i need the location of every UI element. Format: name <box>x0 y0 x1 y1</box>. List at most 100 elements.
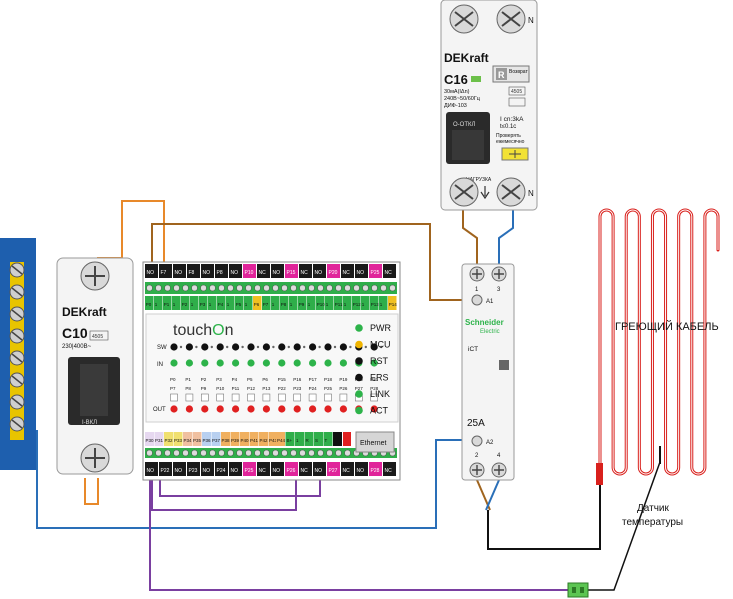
relay-box <box>339 393 348 402</box>
arrow-down-icon <box>480 186 490 200</box>
sw-dot <box>318 345 321 349</box>
relay-box <box>370 393 379 402</box>
input-number: P23 <box>293 386 302 391</box>
rcd-switch-label: O-ОТКЛ <box>453 122 475 128</box>
controller-top-pin: P3 <box>200 302 206 307</box>
controller-bottom-label-cell <box>341 462 354 476</box>
controller-top-label: NO <box>357 270 365 276</box>
sw-led <box>262 343 270 351</box>
controller-top-pin: P6 <box>254 302 260 307</box>
rs485-block <box>333 432 342 446</box>
ethernet-port[interactable] <box>355 431 395 453</box>
wire-brown-rcd-to-contactor <box>462 205 478 268</box>
controller-bottom-pin: P38 <box>222 438 231 443</box>
controller-top-pin-cell <box>145 296 154 310</box>
controller-top-label: P25 <box>371 270 380 276</box>
controller-top-screw-icon <box>389 284 396 292</box>
rs485-block-red <box>343 432 351 446</box>
controller-bottom-pin: P37 <box>212 438 221 443</box>
circuit-breaker: DEKraft C10 230|400В~ 4505 I-ВКЛ <box>56 257 134 475</box>
controller-top-pin: P4 <box>218 302 224 307</box>
row-in-label: IN <box>157 362 163 368</box>
in-led <box>232 359 240 367</box>
controller-bottom-right-pin: S <box>315 438 318 443</box>
status-led-rst <box>355 357 363 365</box>
sw-dot <box>256 345 260 349</box>
relay-box <box>231 393 240 402</box>
controller-top-screw-icon <box>209 284 216 292</box>
controller-top-screw-icon <box>326 284 333 292</box>
rcd-load-label: НАГРУЗКА <box>466 177 492 183</box>
sensor-label-2: температуры <box>622 517 683 528</box>
controller-bottom-right-pin-cell <box>304 432 314 446</box>
controller-top-pin: P9 <box>299 302 305 307</box>
controller-bottom-screw-icon <box>155 449 162 457</box>
controller-top-pin: 1 <box>344 302 347 307</box>
controller-bottom-label: NO <box>357 468 365 474</box>
controller-top-label-cell <box>243 264 256 278</box>
controller-top-label-cell <box>201 264 214 278</box>
controller-bottom-right-pin: 1 <box>296 438 299 443</box>
controller-bottom-pin: P35 <box>193 438 202 443</box>
controller-bottom-screw-icon <box>254 449 261 457</box>
controller-top-label: NO <box>147 270 155 276</box>
controller-bottom-label: P25 <box>245 468 254 474</box>
controller-bottom-pin-cell <box>145 432 154 446</box>
rcd-spec-2: 240В~50/60Гц <box>444 96 481 102</box>
controller-logo-n: n <box>225 322 234 339</box>
relay-box <box>262 393 271 402</box>
controller-logo-text: touch <box>173 322 212 339</box>
contactor: 1 3 A1 Schneider Electric iCT 25A A2 2 4 <box>461 263 515 481</box>
controller-top-pin-cell <box>298 296 307 310</box>
controller-top-label-cell <box>327 264 340 278</box>
controller-bottom-right-pin-cell <box>295 432 304 446</box>
sw-dot <box>195 345 198 349</box>
controller-top-pin: P7 <box>263 302 269 307</box>
controller-bottom-screw-icon <box>164 449 171 457</box>
input-number: P25 <box>324 386 333 391</box>
relay-box <box>201 393 209 402</box>
input-number: P2 <box>201 377 207 382</box>
bus-screw-slot <box>11 419 23 429</box>
controller-top-pin-cell <box>280 296 289 310</box>
sw-dot <box>210 345 213 349</box>
controller-top-screw-icon <box>344 284 351 292</box>
bus-screw-slot <box>11 287 23 297</box>
status-led-ers <box>355 373 363 382</box>
controller-top-label-cell <box>229 264 242 278</box>
controller-bottom-screw-icon <box>344 449 351 457</box>
controller-top-label: NO <box>175 270 183 276</box>
controller-top-pin-cell <box>181 296 190 310</box>
contactor-terminal-4: 4 <box>497 453 501 459</box>
controller-bottom-label-cell <box>145 462 158 476</box>
controller-bottom-label: P27 <box>329 468 338 474</box>
controller-top-screw-icon <box>164 284 171 292</box>
controller-bottom-right-pin-cell <box>285 432 295 446</box>
controller-bottom-label-cell <box>229 462 242 476</box>
controller-top-pin-cell <box>271 296 280 310</box>
controller-top-pin: P2 <box>182 302 188 307</box>
controller-top-pin-cell <box>343 296 352 310</box>
controller-bottom-screw-icon <box>263 449 270 457</box>
input-number: P22 <box>278 386 287 391</box>
controller-bottom-label-cell <box>355 462 368 476</box>
controller-bottom-screw-icon <box>326 449 333 457</box>
controller-top-pin: P1 <box>164 302 170 307</box>
controller-bottom-screw-icon <box>317 449 324 457</box>
input-number: P27 <box>355 386 364 391</box>
input-number: P10 <box>216 386 225 391</box>
out-led <box>216 405 224 413</box>
controller-top-pin-cell <box>163 296 172 310</box>
contactor-rating: 25A <box>467 418 485 429</box>
controller-top-pin: 1 <box>191 302 194 307</box>
breaker-code: 4505 <box>92 334 103 340</box>
input-number: P3 <box>216 377 222 382</box>
out-led <box>370 405 378 413</box>
controller-top-screw-icon <box>173 284 180 292</box>
input-number: P7 <box>170 386 176 391</box>
controller-top-pin: P10 <box>317 302 326 307</box>
controller-bottom-pin-cell <box>259 432 268 446</box>
controller-top-pin-cell <box>208 296 217 310</box>
controller-top-label-cell <box>257 264 270 278</box>
controller-bottom-label: P22 <box>161 468 170 474</box>
